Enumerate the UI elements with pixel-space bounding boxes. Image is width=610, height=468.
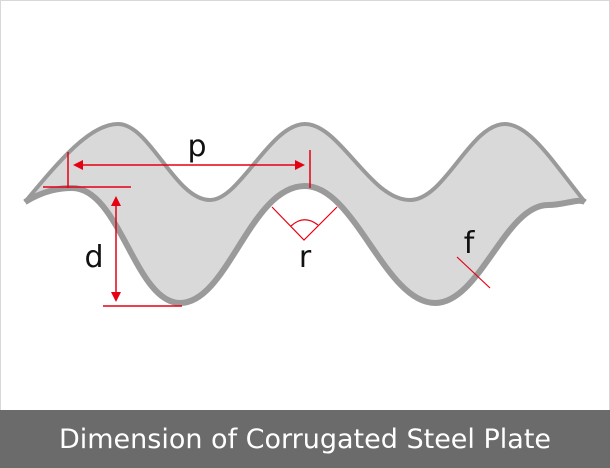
thickness-dimension — [456, 256, 491, 289]
plate-front-edge — [23, 182, 587, 307]
caption-bar: Dimension of Corrugated Steel Plate — [0, 410, 610, 468]
plate-back-edge — [23, 121, 587, 204]
plate-body — [25, 124, 585, 303]
label-d: d — [84, 240, 103, 275]
label-p: p — [187, 129, 206, 164]
pitch-dimension — [43, 150, 311, 188]
corrugated-plate-diagram: p d r f — [23, 121, 587, 307]
label-f: f — [464, 226, 476, 261]
depth-dimension — [103, 196, 182, 307]
label-r: r — [299, 240, 312, 275]
caption-text: Dimension of Corrugated Steel Plate — [58, 423, 552, 455]
radius-dimension — [271, 206, 338, 241]
